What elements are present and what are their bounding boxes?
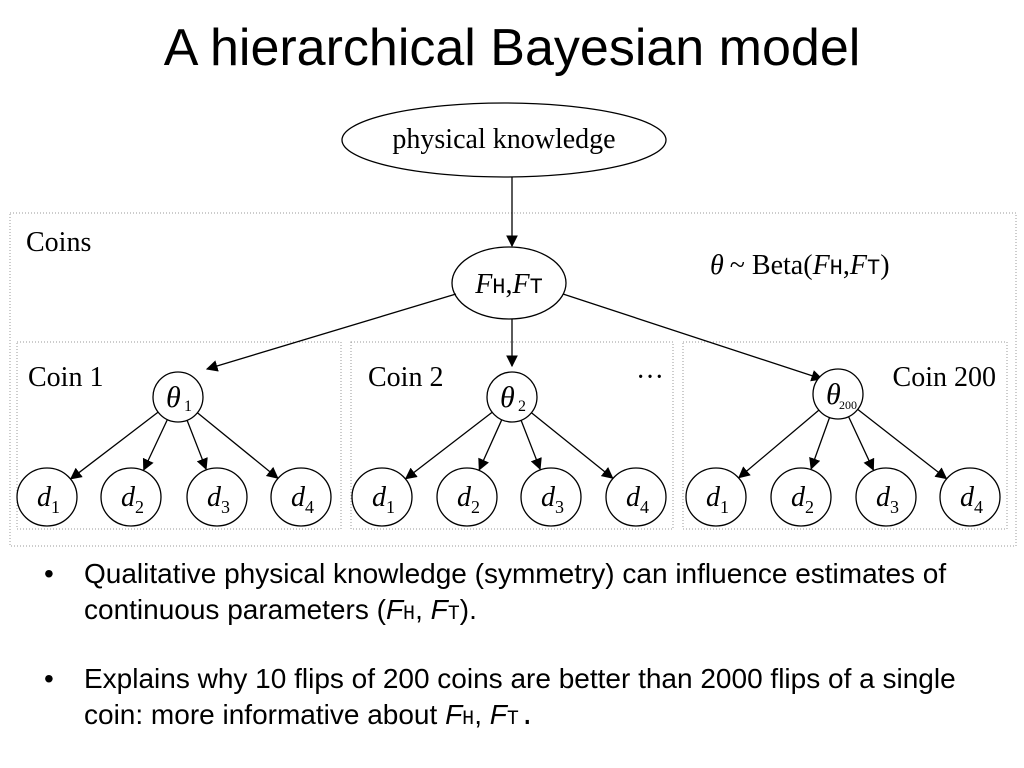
coin-2-d3-letter: d	[541, 482, 556, 513]
coin-2-d1-letter: d	[372, 482, 387, 513]
coin-2-d4-subscript: 4	[640, 497, 649, 517]
edge-theta-200-to-d-1	[738, 409, 820, 479]
coin-200-d2-letter: d	[791, 482, 806, 513]
edge-theta-2-to-d-2	[478, 419, 503, 471]
coin-1-plate	[16, 341, 342, 530]
edge-theta-2-to-d-3	[520, 420, 542, 471]
bullet-list: • Qualitative physical knowledge (symmet…	[40, 556, 990, 766]
coin-200-d1-letter: d	[706, 482, 721, 513]
coin-1-d3-letter: d	[207, 482, 222, 513]
coin-2-d2-subscript: 2	[471, 497, 480, 517]
coin-200-d2-subscript: 2	[805, 497, 814, 517]
theta-200-subscript: 200	[839, 398, 857, 412]
coin-1-d1-subscript: 1	[51, 497, 60, 517]
theta-2-node	[486, 371, 538, 423]
coin-2-d1-node	[351, 467, 413, 527]
coin-1-d1-node	[16, 467, 78, 527]
coin-2-d2-letter: d	[457, 482, 472, 513]
coin-1-d3-node	[186, 467, 248, 527]
coin-200-plate	[682, 341, 1008, 530]
edge-theta-1-to-d-4	[196, 412, 279, 479]
coin-200-d3-node	[855, 467, 917, 527]
coin-200-d3-subscript: 3	[890, 497, 899, 517]
theta-2-symbol: θ	[500, 381, 515, 414]
coin-1-d3-subscript: 3	[221, 497, 230, 517]
theta-1-subscript: 1	[184, 398, 192, 415]
coin-200-d1-node	[685, 467, 747, 527]
theta-1-node	[152, 371, 204, 423]
bullet-item: • Qualitative physical knowledge (symmet…	[44, 558, 947, 626]
coin-2-d4-node	[605, 467, 667, 527]
coin-1-d4-node	[270, 467, 332, 527]
edge-theta-2-to-d-1	[404, 411, 493, 480]
edge-hyper-to-theta-1	[205, 293, 457, 372]
edge-theta-1-to-d-1	[69, 411, 159, 480]
coin-2-label: Coin 2	[368, 362, 443, 393]
coin-200-d1-subscript: 1	[720, 497, 729, 517]
bullet-marker: •	[44, 558, 54, 589]
ellipsis: ···	[636, 362, 664, 393]
coin-200-d2-node	[770, 467, 832, 527]
coin-1-d2-letter: d	[121, 482, 136, 513]
edge-theta-200-to-d-2	[809, 417, 831, 470]
coin-200-label: Coin 200	[893, 362, 996, 393]
bullet-item: • Explains why 10 flips of 200 coins are…	[44, 663, 956, 733]
edge-theta-200-to-d-4	[857, 408, 948, 480]
hyperparameter-node	[451, 246, 567, 320]
coin-2-d3-subscript: 3	[555, 497, 564, 517]
theta-200-symbol: θ	[826, 378, 841, 411]
edge-theta-200-to-d-3	[847, 416, 875, 471]
coin-200-d3-letter: d	[876, 482, 891, 513]
coins-label: Coins	[26, 227, 91, 258]
coin-1-d1-letter: d	[37, 482, 52, 513]
coin-1-d2-node	[100, 467, 162, 527]
coin-2-d4-letter: d	[626, 482, 641, 513]
coin-1-d2-subscript: 2	[135, 497, 144, 517]
coin-2-plate	[350, 341, 674, 530]
theta-200-node	[812, 368, 864, 420]
coin-200-d4-subscript: 4	[974, 497, 983, 517]
edge-theta-1-to-d-2	[142, 419, 168, 471]
bullet-marker: •	[44, 663, 54, 694]
coin-2-d3-node	[520, 467, 582, 527]
theta-1-symbol: θ	[166, 381, 181, 414]
coin-1-d4-letter: d	[291, 482, 306, 513]
prior-annotation: θ~ Beta(FH,FT)	[710, 250, 890, 281]
edge-theta-2-to-d-4	[531, 412, 614, 479]
coin-1-label: Coin 1	[28, 362, 103, 393]
coin-2-d1-subscript: 1	[386, 497, 395, 517]
coin-2-d2-node	[436, 467, 498, 527]
physical-knowledge-node	[341, 102, 667, 178]
coin-1-d4-subscript: 4	[305, 497, 314, 517]
edge-theta-1-to-d-3	[186, 420, 208, 471]
physical-knowledge-label: physical knowledge	[392, 124, 615, 155]
coin-200-d4-node	[939, 467, 1001, 527]
coins-plate	[9, 212, 1017, 547]
coin-200-d4-letter: d	[960, 482, 975, 513]
hyperparameter-label: FH,FT	[474, 269, 543, 300]
edge-hyper-to-theta-200	[562, 293, 824, 382]
slide-title: A hierarchical Bayesian model	[163, 19, 861, 77]
theta-2-subscript: 2	[518, 398, 526, 415]
